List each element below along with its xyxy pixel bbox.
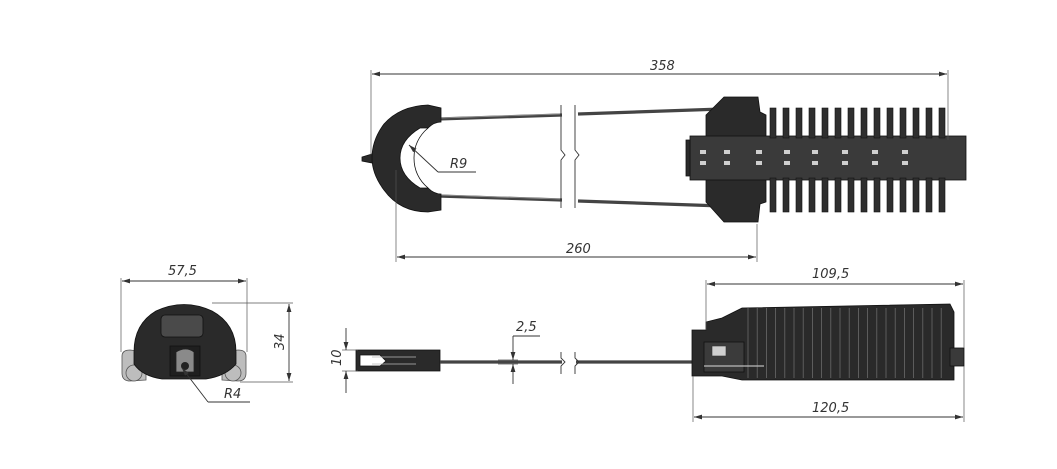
top-rib-lower <box>795 177 803 213</box>
top-rib-upper <box>795 107 803 139</box>
dim-loop-to-body: 260 <box>395 170 758 262</box>
top-rib-lower <box>847 177 855 213</box>
top-rib-upper <box>925 107 933 139</box>
top-rib-lower <box>834 177 842 213</box>
dim-body-total-label: 120,5 <box>812 401 849 416</box>
top-rib-upper <box>886 107 894 139</box>
top-rib-lower <box>873 177 881 213</box>
dim-height: 34 <box>212 302 293 383</box>
top-rib-lower <box>925 177 933 213</box>
top-rib-lower <box>769 177 777 213</box>
top-ribbed-body <box>685 96 967 223</box>
top-loop-thimble <box>361 104 442 213</box>
top-rib-upper <box>834 107 842 139</box>
top-rib-upper <box>847 107 855 139</box>
dim-loop-to-body-label: 260 <box>566 242 591 257</box>
top-break-marks <box>560 105 580 208</box>
dim-groove-radius: R4 <box>181 367 250 403</box>
dim-width: 57,5 <box>120 264 248 352</box>
dim-thickness-label: 10 <box>330 349 345 366</box>
dim-total-length: 358 <box>370 59 949 155</box>
side-ribs <box>747 308 942 378</box>
top-rib-upper <box>769 107 777 139</box>
side-view: 10 2,5 109,5 120,5 <box>330 267 965 422</box>
top-rib-lower <box>938 177 946 213</box>
top-rib-upper <box>808 107 816 139</box>
top-ribs <box>769 107 946 213</box>
dim-body-length-label: 109,5 <box>812 267 849 282</box>
top-rib-lower <box>860 177 868 213</box>
dim-loop-radius: R9 <box>408 144 476 173</box>
dim-body-length: 109,5 <box>705 267 965 348</box>
dim-height-label: 34 <box>273 333 288 350</box>
dim-total-length-label: 358 <box>650 59 675 74</box>
dim-loop-radius-label: R9 <box>450 157 467 172</box>
dim-rod-diameter: 2,5 <box>498 320 540 384</box>
top-rib-upper <box>912 107 920 139</box>
top-rods <box>437 107 723 208</box>
top-view: 358 260 R9 <box>361 59 967 262</box>
end-view: 57,5 34 R4 <box>120 264 293 403</box>
top-rib-lower <box>808 177 816 213</box>
top-rib-lower <box>899 177 907 213</box>
top-rib-lower <box>821 177 829 213</box>
top-rib-upper <box>938 107 946 139</box>
top-rib-upper <box>899 107 907 139</box>
top-rib-lower <box>782 177 790 213</box>
dim-rod-diameter-label: 2,5 <box>516 320 537 335</box>
dim-width-label: 57,5 <box>168 264 197 279</box>
top-rib-lower <box>886 177 894 213</box>
top-rib-upper <box>873 107 881 139</box>
top-rib-upper <box>860 107 868 139</box>
dim-groove-radius-label: R4 <box>224 387 241 402</box>
top-rib-upper <box>782 107 790 139</box>
dim-body-total: 120,5 <box>692 366 965 422</box>
top-rib-lower <box>912 177 920 213</box>
dim-thickness: 10 <box>330 328 358 393</box>
top-rib-upper <box>821 107 829 139</box>
